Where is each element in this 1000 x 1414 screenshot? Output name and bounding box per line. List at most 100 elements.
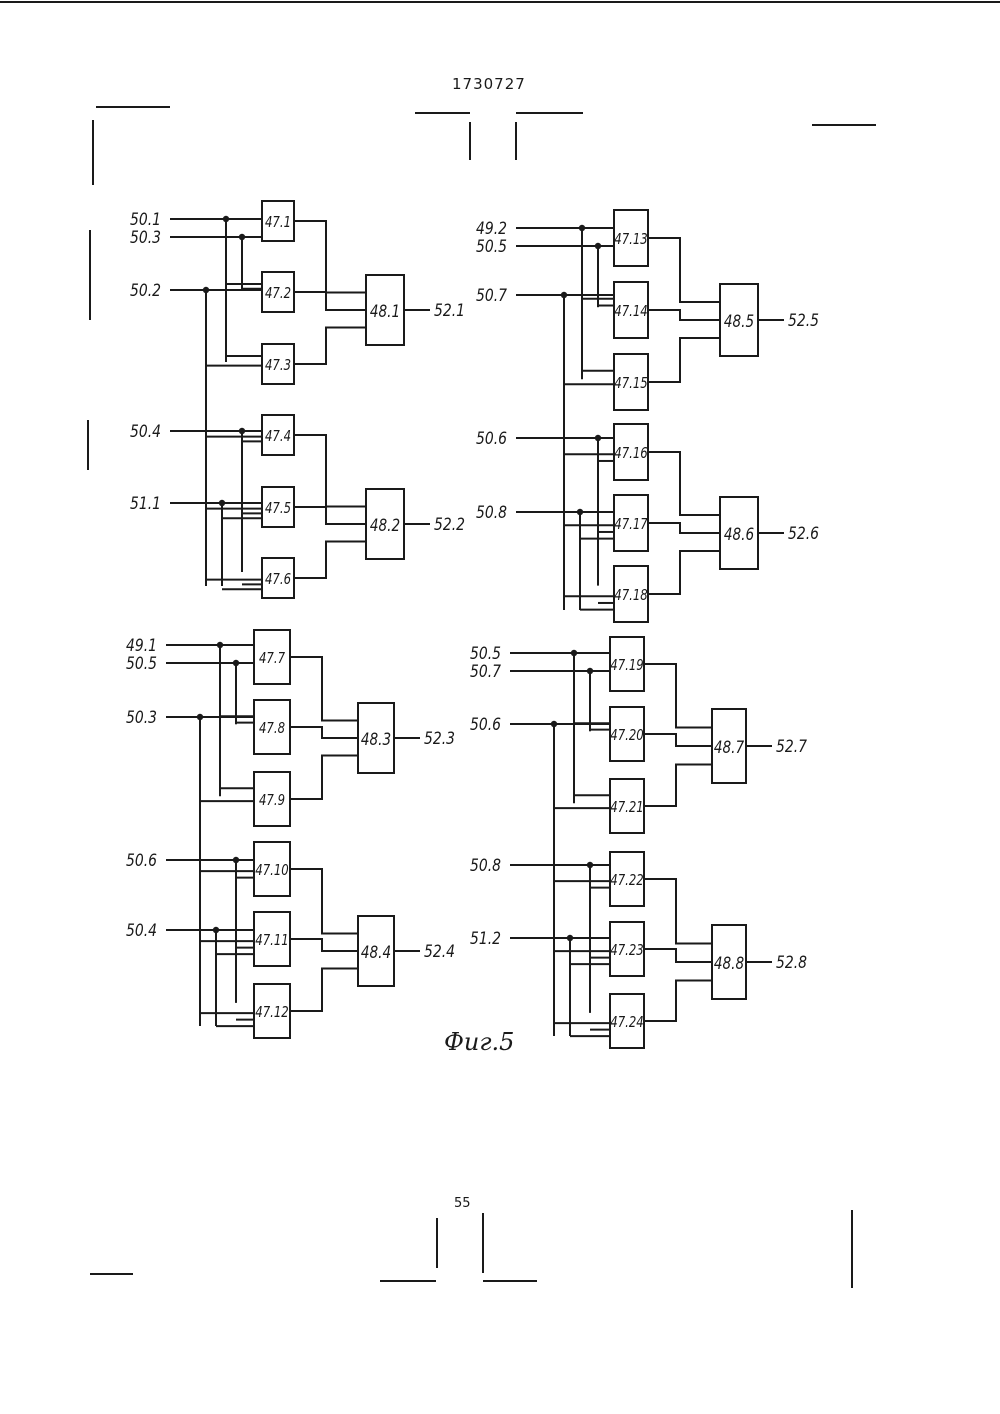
- gate-label: 47.23: [610, 943, 643, 960]
- gate-output-wire: [648, 551, 720, 594]
- gate-output-wire: [644, 879, 712, 944]
- gate-output-wire: [294, 221, 366, 293]
- circuit-unit: 47.147.247.348.152.1: [262, 201, 465, 384]
- input-label: 50.6: [476, 429, 507, 449]
- junction-dot: [567, 935, 573, 941]
- output-label: 52.2: [434, 515, 465, 535]
- gate-output-wire: [648, 310, 720, 320]
- junction-dot: [203, 287, 209, 293]
- gate-label: 47.5: [265, 501, 291, 518]
- combiner-label: 48.2: [370, 516, 400, 536]
- junction-dot: [551, 721, 557, 727]
- input-label: 50.6: [470, 715, 501, 735]
- input-label: 50.5: [476, 237, 507, 257]
- gate-label: 47.2: [265, 286, 291, 303]
- junction-dot: [579, 225, 585, 231]
- gate-label: 47.24: [610, 1015, 643, 1032]
- gate-label: 47.8: [259, 721, 285, 738]
- gate-output-wire: [644, 765, 712, 807]
- gate-output-wire: [648, 338, 720, 382]
- input-label: 49.2: [476, 219, 507, 239]
- gate-label: 47.6: [265, 572, 291, 589]
- input-label: 51.2: [470, 929, 501, 949]
- combiner-label: 48.5: [724, 312, 754, 332]
- junction-dot: [571, 650, 577, 656]
- input-label: 50.5: [470, 644, 501, 664]
- junction-dot: [595, 243, 601, 249]
- circuit-group-2: 49.250.5 50.7 50.6 50.8 47.13 47.14 47.15 48.5 5…: [476, 210, 819, 622]
- gate-output-wire: [644, 664, 712, 728]
- gate-label: 47.4: [265, 429, 291, 446]
- circuit-group-4: 50.550.750.650.851.247.1947.2047.2148.75…: [470, 637, 807, 1048]
- combiner-label: 48.4: [361, 943, 391, 963]
- gate-output-wire: [290, 969, 358, 1012]
- gate-label: 47.15: [614, 376, 647, 393]
- gate-output-wire: [648, 452, 720, 515]
- circuit-group-3: 49.150.550.350.650.447.747.847.948.352.3…: [126, 630, 455, 1038]
- gate-output-wire: [648, 523, 720, 533]
- gate-label: 47.18: [614, 588, 647, 605]
- circuit-unit: 47.4 47.5 47.6 48.2 52.2: [262, 415, 465, 598]
- input-label: 50.4: [130, 422, 161, 442]
- output-label: 52.1: [434, 301, 465, 321]
- junction-dot: [223, 216, 229, 222]
- gate-output-wire: [290, 657, 358, 721]
- gate-output-wire: [294, 507, 366, 524]
- input-label: 50.8: [476, 503, 507, 523]
- junction-dot: [233, 857, 239, 863]
- junction-dot: [217, 642, 223, 648]
- input-label: 50.7: [476, 286, 507, 306]
- gate-output-wire: [290, 727, 358, 738]
- gate-label: 47.9: [259, 793, 285, 810]
- circuit-unit: 47.1947.2047.2148.752.7: [610, 637, 807, 833]
- input-label: 50.4: [126, 921, 157, 941]
- gate-output-wire: [290, 869, 358, 934]
- combiner-label: 48.6: [724, 525, 754, 545]
- gate-output-wire: [648, 238, 720, 302]
- gate-label: 47.10: [255, 863, 288, 880]
- output-label: 52.4: [424, 942, 455, 962]
- gate-output-wire: [294, 292, 366, 310]
- gate-output-wire: [294, 542, 366, 579]
- gate-label: 47.16: [614, 446, 647, 463]
- junction-dot: [233, 660, 239, 666]
- junction-dot: [561, 292, 567, 298]
- gate-output-wire: [644, 981, 712, 1022]
- output-label: 52.3: [424, 729, 455, 749]
- gate-output-wire: [290, 939, 358, 951]
- input-label: 50.3: [126, 708, 157, 728]
- gate-label: 47.3: [265, 358, 291, 375]
- output-label: 52.6: [788, 524, 819, 544]
- gate-label: 47.7: [259, 651, 285, 668]
- junction-dot: [587, 668, 593, 674]
- input-label: 50.5: [126, 654, 157, 674]
- junction-dot: [219, 500, 225, 506]
- circuit-unit: 47.7 47.8 47.9 48.3 52.3: [254, 630, 455, 826]
- input-label: 50.1: [130, 210, 161, 230]
- circuit-unit: 47.1347.1447.1548.552.5: [614, 210, 819, 410]
- input-label: 51.1: [130, 494, 161, 514]
- combiner-label: 48.7: [714, 738, 744, 758]
- junction-dot: [239, 428, 245, 434]
- output-label: 52.8: [776, 953, 807, 973]
- gate-output-wire: [290, 756, 358, 800]
- input-label: 50.3: [130, 228, 161, 248]
- junction-dot: [197, 714, 203, 720]
- input-label: 50.2: [130, 281, 161, 301]
- input-label: 49.1: [126, 636, 157, 656]
- gate-label: 47.13: [614, 232, 647, 249]
- junction-dot: [577, 509, 583, 515]
- gate-label: 47.1: [265, 215, 291, 232]
- circuit-unit: 47.2247.2347.2448.852.8: [610, 852, 807, 1048]
- gate-label: 47.12: [255, 1005, 288, 1022]
- junction-dot: [239, 234, 245, 240]
- gate-label: 47.20: [610, 728, 643, 745]
- gate-output-wire: [644, 734, 712, 746]
- gate-label: 47.14: [614, 304, 647, 321]
- circuit-unit: 47.1647.1747.1848.652.6: [614, 424, 819, 622]
- combiner-label: 48.3: [361, 730, 391, 750]
- input-label: 50.8: [470, 856, 501, 876]
- gate-label: 47.19: [610, 658, 643, 675]
